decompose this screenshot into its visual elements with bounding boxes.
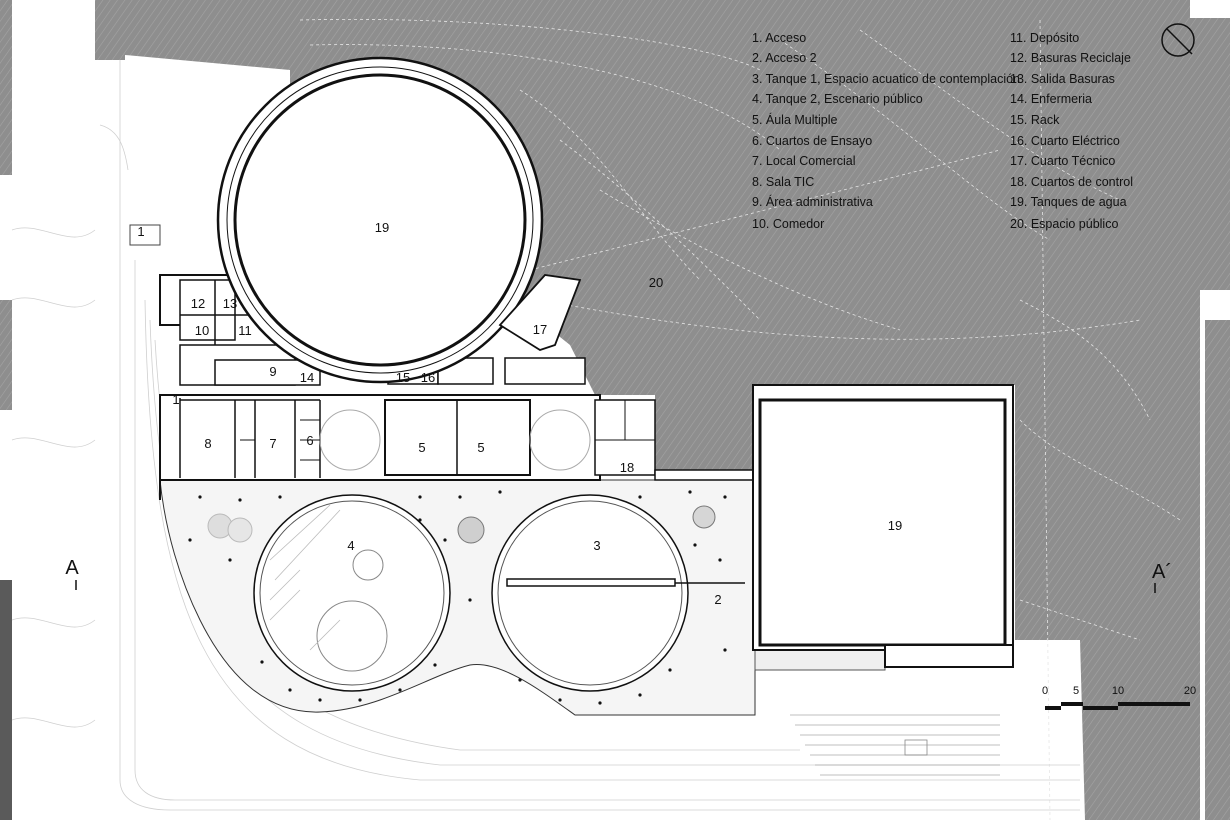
label-salida: 13: [223, 296, 237, 311]
legend-item: 16. Cuarto Eléctrico: [1010, 134, 1120, 148]
label-tank-1: 3: [593, 538, 600, 553]
legend-item: 9. Área administrativa: [752, 194, 873, 209]
scale-bar: 0 5 10 20: [1042, 685, 1196, 710]
label-rack: 15: [396, 370, 410, 385]
label-control: 18: [620, 460, 634, 475]
legend-item: 1. Acceso: [752, 31, 806, 45]
plaza-bollards: [188, 490, 727, 652]
label-basuras: 12: [191, 296, 205, 311]
steps: [790, 714, 1000, 776]
legend-item: 7. Local Comercial: [752, 154, 856, 168]
legend-item: 6. Cuartos de Ensayo: [752, 134, 872, 148]
legend-item: 15. Rack: [1010, 113, 1060, 127]
label-tank-2: 4: [347, 538, 354, 553]
legend-item: 8. Sala TIC: [752, 175, 814, 189]
label-aula-b: 5: [477, 440, 484, 455]
legend-item: 5. Áula Multiple: [752, 112, 838, 127]
label-tank-square: 19: [888, 518, 902, 533]
tank-2-stage: [253, 494, 451, 692]
label-comedor: 10: [195, 323, 209, 338]
legend-item: 2. Acceso 2: [752, 51, 817, 65]
label-deposito: 11: [238, 323, 252, 338]
label-access-1-mid: 1: [172, 392, 179, 407]
label-ensayo: 6: [306, 433, 313, 448]
label-enfermeria: 14: [300, 370, 314, 385]
label-tic: 8: [204, 436, 211, 451]
label-tecnico: 17: [533, 322, 547, 337]
section-mark-right: A´: [1152, 561, 1172, 583]
legend-item: 3. Tanque 1, Espacio acuatico de contemp…: [752, 72, 1020, 86]
scale-tick: 5: [1073, 685, 1079, 697]
label-access-2: 2: [714, 592, 721, 607]
label-admin: 9: [269, 364, 276, 379]
legend-item: 10. Comedor: [752, 217, 824, 231]
technical-room-wedge: [498, 274, 582, 351]
label-public-space: 20: [649, 275, 663, 290]
label-access-1-top: 1: [137, 224, 144, 239]
round-tank: [216, 56, 544, 384]
legend-item: 20. Espacio público: [1010, 217, 1118, 231]
tank-perimeter-posts: [260, 660, 672, 705]
north-arrow-icon: [1161, 23, 1195, 57]
legend-item: 14. Enfermeria: [1010, 92, 1092, 106]
legend-item: 19. Tanques de agua: [1010, 195, 1127, 209]
legend-left: 1. Acceso 2. Acceso 2 3. Tanque 1, Espac…: [752, 31, 1020, 231]
scale-tick: 10: [1112, 685, 1124, 697]
legend-item: 12. Basuras Reciclaje: [1010, 51, 1131, 65]
label-electrico: 16: [421, 370, 435, 385]
legend-right: 11. Depósito 12. Basuras Reciclaje 13. S…: [1010, 31, 1133, 231]
square-tank: [752, 384, 1014, 668]
tank-1-water: [491, 494, 745, 692]
scale-tick: 0: [1042, 685, 1048, 697]
legend-item: 4. Tanque 2, Escenario público: [752, 92, 923, 106]
label-local: 7: [269, 436, 276, 451]
label-aula-a: 5: [418, 440, 425, 455]
legend-item: 13. Salida Basuras: [1010, 72, 1115, 86]
scale-tick: 20: [1184, 685, 1196, 697]
legend-item: 18. Cuartos de control: [1010, 175, 1133, 189]
label-tank-round: 19: [375, 220, 389, 235]
legend-item: 17. Cuarto Técnico: [1010, 154, 1115, 168]
legend-item: 11. Depósito: [1010, 31, 1079, 45]
section-mark-left: A: [65, 557, 79, 579]
